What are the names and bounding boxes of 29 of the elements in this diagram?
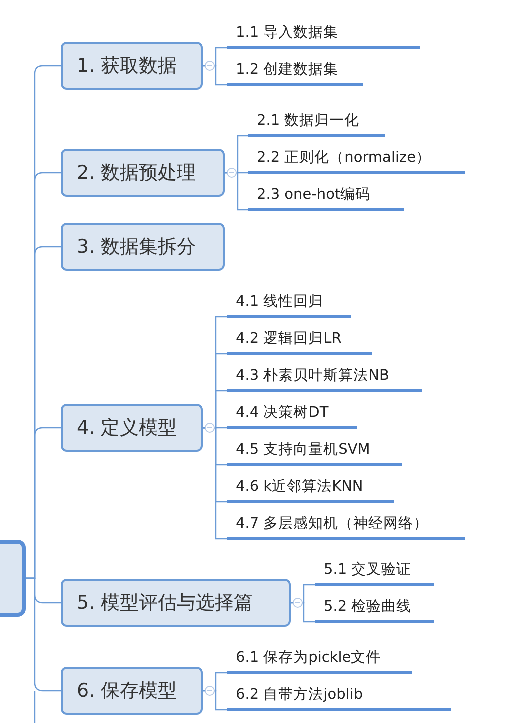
connector-line xyxy=(203,65,227,86)
subtopic-label: 2.2 正则化（normalize） xyxy=(248,146,465,174)
subtopic-label: 6.1 保存为pickle文件 xyxy=(227,646,412,674)
subtopic-label: 6.2 自带方法joblib xyxy=(227,683,451,711)
connector-line xyxy=(26,578,61,692)
connector-line xyxy=(203,690,227,711)
subtopic-label: 1.1 导入数据集 xyxy=(227,21,420,49)
subtopic-label: 5.1 交叉验证 xyxy=(315,558,434,586)
subtopic-label: 4.7 多层感知机（神经网络） xyxy=(227,512,465,540)
subtopic-label: 4.2 逻辑回归LR xyxy=(227,327,372,355)
topic-box: 2. 数据预处理 xyxy=(61,149,225,197)
topic-box: 1. 获取数据 xyxy=(61,42,203,90)
root-box xyxy=(0,540,26,617)
subtopic-label: 4.4 决策树DT xyxy=(227,401,357,429)
subtopic-label: 1.2 创建数据集 xyxy=(227,58,363,86)
subtopic-label: 5.2 检验曲线 xyxy=(315,595,434,623)
subtopic-label: 4.1 线性回归 xyxy=(227,290,351,318)
connector-line xyxy=(203,427,227,540)
subtopic-label: 4.3 朴素贝叶斯算法NB xyxy=(227,364,422,392)
subtopic-label: 4.5 支持向量机SVM xyxy=(227,438,402,466)
subtopic-label: 4.6 k近邻算法KNN xyxy=(227,475,394,503)
subtopic-label: 2.3 one-hot编码 xyxy=(248,183,404,211)
topic-box: 5. 模型评估与选择篇 xyxy=(61,579,291,627)
subtopic-label: 2.1 数据归一化 xyxy=(248,109,385,137)
connector-line xyxy=(291,602,315,623)
connector-line xyxy=(225,172,248,211)
topic-box: 6. 保存模型 xyxy=(61,667,203,715)
topic-box: 3. 数据集拆分 xyxy=(61,223,225,271)
topic-box: 4. 定义模型 xyxy=(61,404,203,452)
